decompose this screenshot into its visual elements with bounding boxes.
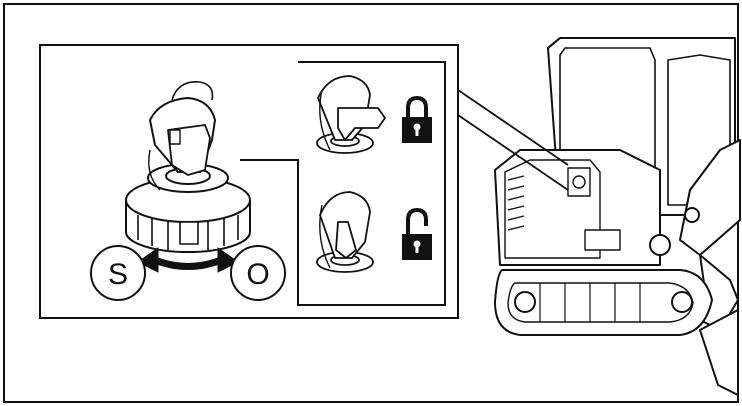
callout-lines: [457, 89, 569, 191]
padlock-unlocked-icon: [402, 207, 432, 260]
key-locked-illustration: [316, 75, 386, 154]
excavator-illustration: [494, 37, 741, 396]
key-unlocked-illustration: [316, 191, 374, 273]
s-direction-label: S: [108, 258, 128, 291]
s-direction-marker: S: [90, 245, 146, 301]
rotation-arrow-icon: [137, 247, 239, 273]
lock-states-box: [240, 61, 446, 306]
key-in-cap-illustration: [125, 81, 251, 253]
o-direction-marker: O: [230, 245, 286, 301]
padlock-locked-icon: [402, 95, 432, 143]
o-direction-label: O: [246, 258, 269, 291]
